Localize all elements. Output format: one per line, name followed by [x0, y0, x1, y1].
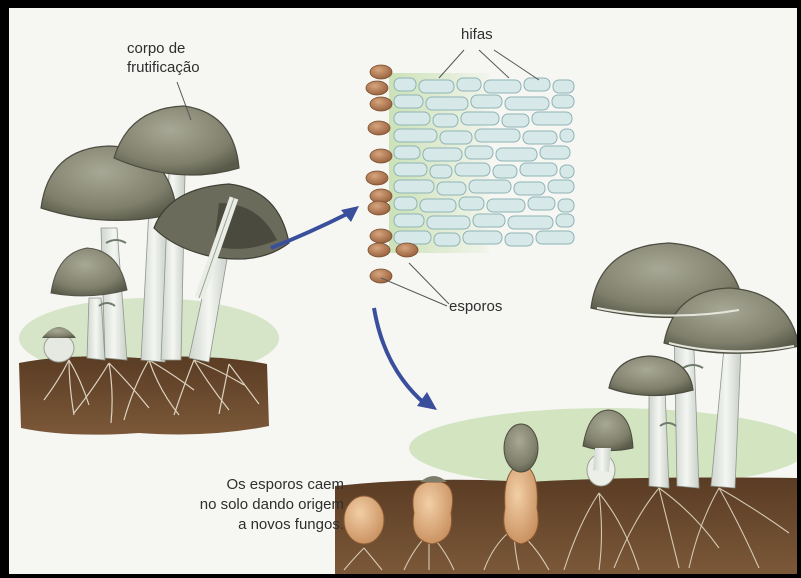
- spore-icon: [366, 171, 388, 185]
- hypha-cell: [560, 165, 574, 178]
- caption-line-2: no solo dando origem: [164, 495, 344, 515]
- hypha-cell: [394, 129, 437, 142]
- spore-icon: [368, 243, 390, 257]
- hypha-cell: [556, 214, 574, 227]
- hypha-cell: [440, 131, 472, 144]
- hypha-cell: [394, 231, 431, 244]
- hypha-cell: [459, 197, 484, 210]
- spore-icon: [396, 243, 418, 257]
- hypha-cell: [461, 112, 499, 125]
- hypha-cell: [528, 197, 555, 210]
- hypha-cell: [394, 197, 417, 210]
- label-hyphae: hifas: [461, 26, 493, 44]
- hypha-cell: [434, 233, 460, 246]
- hypha-cell: [433, 114, 458, 127]
- hypha-cell: [523, 131, 557, 144]
- hypha-cell: [471, 95, 502, 108]
- hypha-cell: [540, 146, 570, 159]
- hypha-cell: [548, 180, 574, 193]
- hypha-cell: [502, 114, 529, 127]
- hypha-cell: [394, 78, 416, 91]
- caption-line-1: Os esporos caem: [164, 475, 344, 495]
- hypha-cell: [394, 112, 430, 125]
- hypha-cell: [493, 165, 517, 178]
- fungus-lifecycle-illustration: [9, 8, 797, 574]
- spore-icon: [368, 121, 390, 135]
- hypha-cell: [508, 216, 553, 229]
- label-fruiting-body-line2: frutificação: [127, 59, 200, 77]
- hypha-cell: [475, 129, 520, 142]
- hypha-cell: [484, 80, 521, 93]
- hypha-cell: [423, 148, 462, 161]
- label-fruiting-body-line1: corpo de: [127, 40, 185, 58]
- hypha-cell: [514, 182, 545, 195]
- hypha-cell: [536, 231, 574, 244]
- diagram-canvas: corpo de frutificação hifas esporos Os e…: [9, 8, 797, 574]
- arrow-to-soil: [374, 308, 437, 410]
- spore-icon: [370, 149, 392, 163]
- hypha-cell: [532, 112, 572, 125]
- spore-icon: [370, 97, 392, 111]
- hypha-cell: [394, 163, 427, 176]
- caption: Os esporos caem no solo dando origem a n…: [164, 475, 344, 535]
- hypha-cell: [524, 78, 550, 91]
- hypha-cell: [426, 97, 468, 110]
- hypha-cell: [487, 199, 525, 212]
- hypha-cell: [496, 148, 537, 161]
- hypha-cell: [394, 146, 420, 159]
- hypha-cell: [427, 216, 470, 229]
- hypha-cell: [457, 78, 481, 91]
- hypha-cell: [469, 180, 511, 193]
- caption-line-3: a novos fungos.: [164, 515, 344, 535]
- hypha-cell: [553, 80, 574, 93]
- hypha-cell: [552, 95, 574, 108]
- hypha-cell: [505, 97, 549, 110]
- hypha-cell: [505, 233, 533, 246]
- hypha-cell: [465, 146, 493, 159]
- spore-icon: [370, 229, 392, 243]
- hypha-cell: [560, 129, 574, 142]
- hypha-cell: [394, 180, 434, 193]
- label-spores: esporos: [449, 298, 502, 316]
- spore-icon: [366, 81, 388, 95]
- spore-icon: [370, 65, 392, 79]
- hypha-cell: [394, 95, 423, 108]
- hyphae-magnified: [366, 50, 574, 306]
- hypha-cell: [558, 199, 574, 212]
- mushroom-cluster-left: [19, 106, 289, 435]
- hypha-cell: [520, 163, 557, 176]
- hypha-cell: [420, 199, 456, 212]
- hypha-cell: [455, 163, 490, 176]
- hypha-cell: [394, 214, 424, 227]
- hypha-cell: [463, 231, 502, 244]
- germinating-fungi: [335, 243, 797, 574]
- hypha-cell: [473, 214, 505, 227]
- hypha-cell: [437, 182, 466, 195]
- hypha-cell: [430, 165, 452, 178]
- spore-icon: [368, 201, 390, 215]
- hypha-cell: [419, 80, 454, 93]
